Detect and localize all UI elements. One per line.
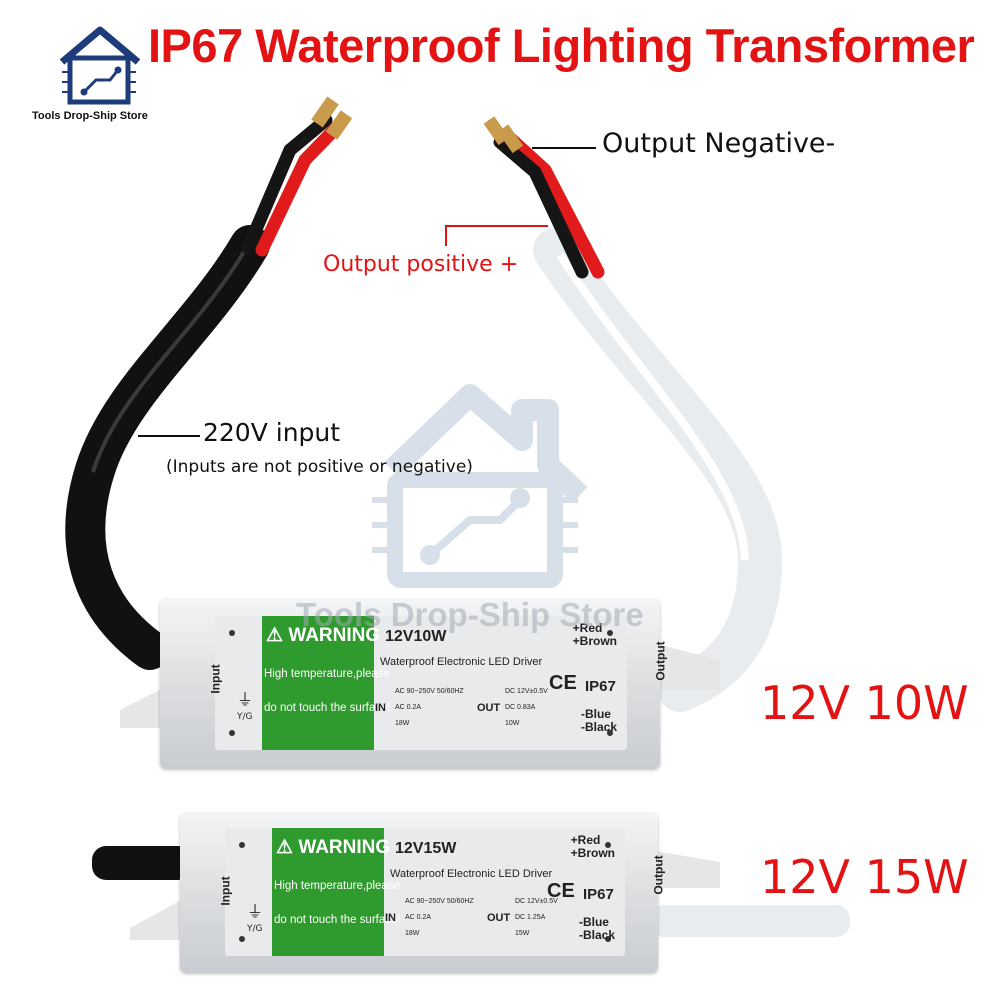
yg-label: Y/G: [247, 924, 263, 934]
warning-title: ⚠ WARNING: [266, 625, 381, 646]
out-current: DC 1.25A: [515, 914, 546, 921]
store-name: Tools Drop-Ship Store: [32, 110, 148, 122]
screw-dot: [229, 730, 235, 736]
watermark-logo-icon: [372, 384, 588, 588]
out-power: 10W: [505, 720, 520, 727]
store-logo-icon: [59, 26, 141, 105]
output-side-label: Output: [651, 855, 666, 895]
out-voltage: DC 12V±0.5V: [505, 688, 548, 695]
ground-icon: ⏚: [247, 902, 264, 921]
in-voltage: AC 90~250V 50/60HZ: [405, 898, 474, 905]
input-side-label: Input: [218, 876, 233, 906]
ip-rating: IP67: [583, 886, 614, 903]
out-current: DC 0.83A: [505, 704, 536, 711]
warning-line-2: do not touch the surface!: [274, 914, 401, 926]
warning-line-1: High temperature,please: [274, 880, 400, 892]
output-negative-label: Output Negative-: [602, 128, 836, 159]
out-label: OUT: [487, 912, 511, 924]
screw-dot: [229, 630, 235, 636]
driver-label-plate: Input ⏚ Y/G ⚠ WARNING High temperature,p…: [219, 828, 625, 956]
driver-15w: Input ⏚ Y/G ⚠ WARNING High temperature,p…: [180, 812, 665, 972]
out-voltage: DC 12V±0.5V: [515, 898, 558, 905]
in-power: 18W: [405, 930, 420, 937]
output-positive-label: Output positive +: [323, 252, 519, 277]
driver-rating: 12V10W: [385, 628, 447, 645]
screw-dot: [607, 630, 613, 636]
in-voltage: AC 90~250V 50/60HZ: [395, 688, 464, 695]
driver-subtitle: Waterproof Electronic LED Driver: [380, 656, 543, 668]
warning-panel: ⚠ WARNING High temperature,please do not…: [272, 828, 401, 956]
output-side-label: Output: [653, 641, 668, 681]
out-power: 15W: [515, 930, 530, 937]
in-power: 18W: [395, 720, 410, 727]
screw-dot: [239, 936, 245, 942]
in-current: AC 0.2A: [395, 704, 422, 711]
page-title: IP67 Waterproof Lighting Transformer: [148, 19, 975, 72]
yg-label: Y/G: [237, 712, 253, 722]
wire-negative-label: -Blue -Black: [580, 707, 617, 734]
screw-dot: [605, 842, 611, 848]
model-label-10w: 12V 10W: [760, 676, 969, 730]
warning-panel: ⚠ WARNING High temperature,please do not…: [262, 616, 391, 750]
model-label-15w: 12V 15W: [760, 850, 969, 904]
screw-dot: [239, 842, 245, 848]
input-note: (Inputs are not positive or negative): [166, 457, 473, 477]
in-current: AC 0.2A: [405, 914, 432, 921]
input-side-label: Input: [208, 664, 223, 694]
wire-positive-label: +Red +Brown: [570, 833, 615, 860]
wire-positive-label: +Red +Brown: [572, 621, 617, 648]
in-label: IN: [385, 912, 396, 924]
screw-dot: [605, 936, 611, 942]
wire-negative-label: -Blue -Black: [578, 915, 615, 942]
watermark-text: Tools Drop-Ship Store: [296, 596, 644, 633]
ce-mark: CE: [549, 672, 577, 694]
driver-rating: 12V15W: [395, 840, 457, 857]
warning-line-2: do not touch the surface!: [264, 702, 391, 714]
ce-mark: CE: [547, 880, 575, 902]
ground-icon: ⏚: [237, 690, 254, 709]
input-label: 220V input: [203, 418, 341, 447]
in-label: IN: [375, 702, 386, 714]
ip-rating: IP67: [585, 678, 616, 695]
driver-subtitle: Waterproof Electronic LED Driver: [390, 868, 553, 880]
driver-10w: Input ⏚ Y/G ⚠ WARNING High temperature,p…: [160, 598, 667, 768]
out-label: OUT: [477, 702, 501, 714]
warning-title: ⚠ WARNING: [276, 837, 391, 858]
driver-label-plate: Input ⏚ Y/G ⚠ WARNING High temperature,p…: [209, 616, 627, 750]
screw-dot: [607, 730, 613, 736]
warning-line-1: High temperature,please: [264, 668, 390, 680]
